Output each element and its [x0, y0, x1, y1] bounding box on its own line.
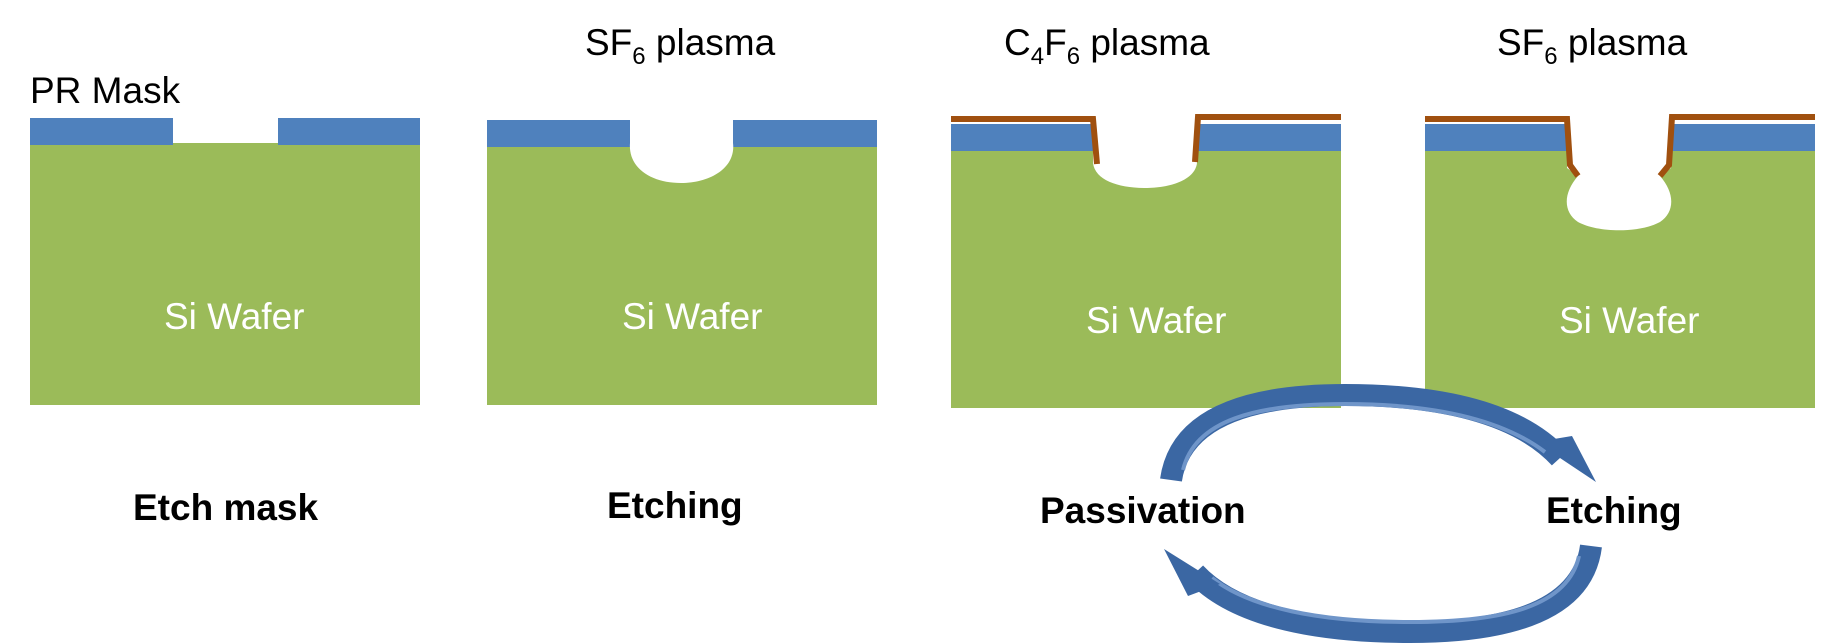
sf6-2-base: SF [1497, 22, 1545, 63]
etch-cavity-4 [1566, 145, 1672, 231]
mask-left-3 [951, 124, 1093, 151]
panel-passivation [951, 114, 1341, 408]
passivation-layer-left-4 [1425, 116, 1581, 178]
si-wafer-label-1: Si Wafer [164, 296, 305, 337]
etch-cavity-3 [1093, 145, 1197, 188]
wafer-body-1 [30, 143, 420, 405]
curved-arrow-right-icon [1536, 436, 1596, 482]
pr-mask-right [278, 118, 420, 145]
sf6-1-rest: plasma [645, 22, 776, 63]
step-label-etch-mask: Etch mask [133, 487, 319, 528]
cycle-arrow-top [1160, 383, 1596, 483]
c4f6-plasma-label: C4F6 plasma [1004, 22, 1210, 70]
c4f6-f-sub: 6 [1066, 43, 1081, 70]
step-label-passivation: Passivation [1040, 490, 1246, 531]
sf6-1-base: SF [585, 22, 633, 63]
curved-arrow-bottom-body [1186, 544, 1602, 644]
panel-etch-mask [30, 118, 420, 405]
sf6-2-rest: plasma [1557, 22, 1688, 63]
curved-arrow-top-body [1160, 383, 1569, 483]
c4f6-rest: plasma [1080, 22, 1210, 63]
si-wafer-label-3: Si Wafer [1086, 300, 1227, 341]
sf6-plasma-label-1: SF6 plasma [585, 22, 776, 70]
mask-right-4 [1671, 124, 1815, 151]
cycle-arrow-bottom [1164, 544, 1602, 644]
wafer-body-3 [951, 148, 1341, 408]
panel-etching-1 [487, 120, 877, 405]
passivation-layer-right-4 [1657, 114, 1815, 178]
sf6-plasma-label-2: SF6 plasma [1497, 22, 1688, 70]
mask-right-3 [1197, 124, 1341, 151]
c4f6-f: F [1044, 22, 1067, 63]
curved-arrow-left-icon [1164, 549, 1220, 596]
passivation-layer-right [1192, 114, 1341, 163]
process-cycle [1160, 383, 1602, 644]
pr-mask-label: PR Mask [30, 70, 181, 111]
mask-left-2 [487, 120, 630, 147]
mask-right-2 [733, 120, 877, 147]
sf6-2-sub: 6 [1544, 43, 1558, 70]
curved-arrow-bottom-highlight [1210, 555, 1581, 625]
passivation-layer-left [951, 116, 1100, 165]
c4f6-c-sub: 4 [1030, 43, 1045, 70]
pr-mask-left [30, 118, 173, 145]
step-label-etching-1: Etching [607, 485, 743, 526]
sf6-1-sub: 6 [632, 43, 646, 70]
c4f6-c: C [1004, 22, 1031, 63]
si-wafer-label-4: Si Wafer [1559, 300, 1700, 341]
si-wafer-label-2: Si Wafer [622, 296, 763, 337]
panel-etching-2 [1425, 114, 1815, 408]
wafer-body-2 [487, 145, 877, 405]
mask-left-4 [1425, 124, 1567, 151]
step-label-etching-2: Etching [1546, 490, 1682, 531]
curved-arrow-top-highlight [1181, 401, 1547, 471]
etch-cavity-2 [629, 143, 734, 183]
